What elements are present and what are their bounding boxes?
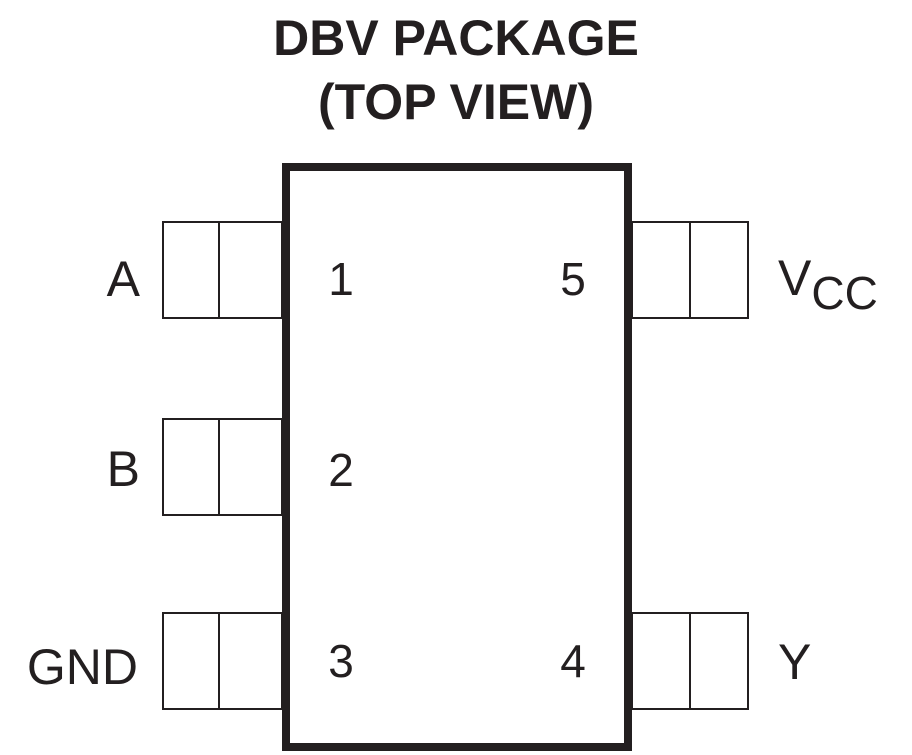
pin-lead-5	[631, 221, 749, 319]
pin-name-5-main: V	[778, 250, 812, 306]
pin-name-2: B	[107, 441, 140, 497]
diagram-title-line-2: (TOP VIEW)	[318, 74, 594, 130]
pin-lead-4	[631, 612, 749, 710]
pin-lead-3	[162, 612, 283, 710]
diagram-title-line-1: DBV PACKAGE	[273, 10, 639, 66]
pin-name-5: VCC	[778, 250, 878, 319]
pin-number-4: 4	[560, 635, 586, 687]
pin-lead-2	[162, 418, 283, 516]
pin-name-5-subscript: CC	[811, 267, 877, 319]
pin-name-1: A	[107, 251, 141, 307]
pin-lead-1	[162, 221, 283, 319]
pin-name-4: Y	[778, 634, 811, 690]
pin-number-1: 1	[328, 253, 354, 305]
pin-number-5: 5	[560, 253, 586, 305]
pin-name-3: GND	[27, 639, 138, 695]
pin-number-3: 3	[328, 635, 354, 687]
pin-number-2: 2	[328, 444, 354, 496]
package-body	[282, 163, 632, 751]
